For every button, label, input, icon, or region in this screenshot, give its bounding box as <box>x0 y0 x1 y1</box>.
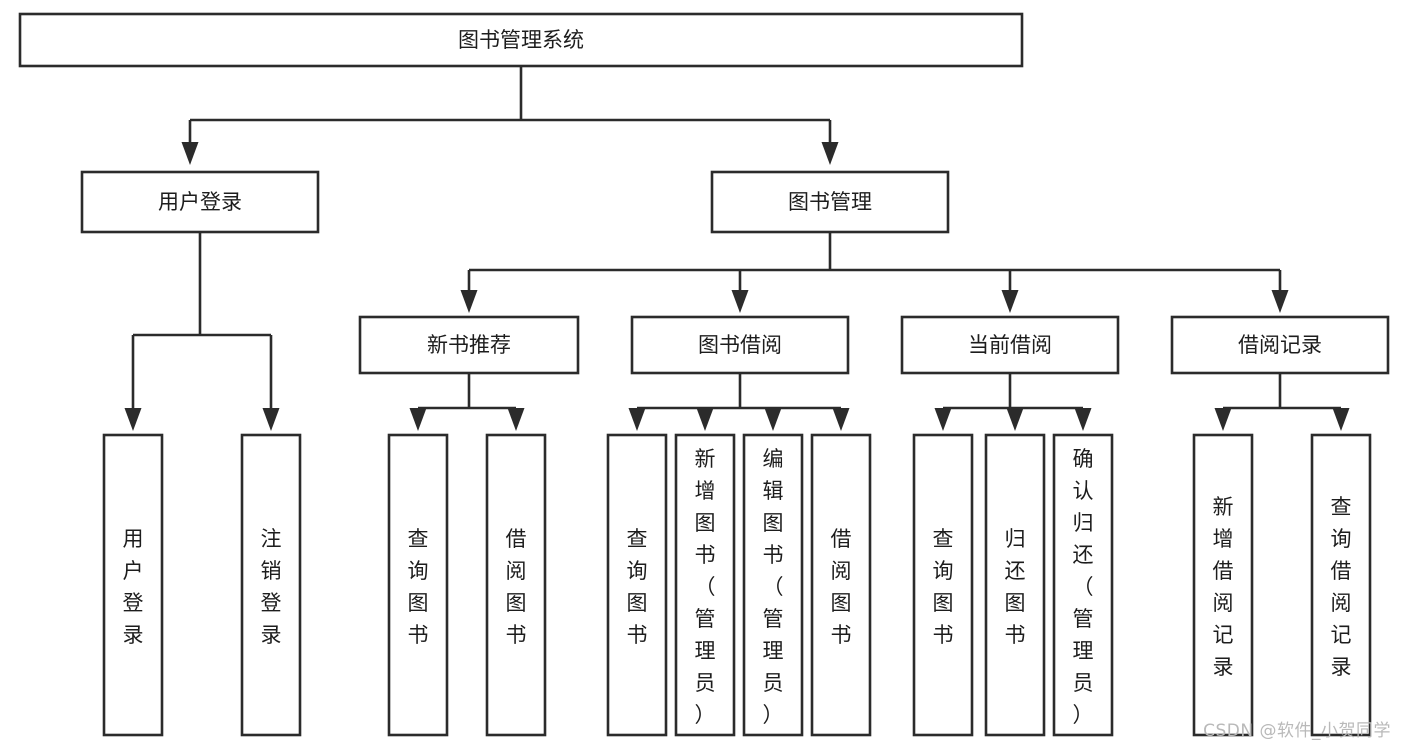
node-leaf-query-borrow-record[interactable]: 查询借阅记录 <box>1310 433 1372 737</box>
node-root[interactable]: 图书管理系统 <box>18 12 1024 68</box>
node-box-leaf-borrow-book[interactable] <box>810 433 872 737</box>
node-leaf-add-book-admin[interactable]: 新增图书（管理员） <box>674 433 736 737</box>
conn-rec-to-1-arrowhead-icon <box>409 408 427 431</box>
node-box-current-borrow[interactable] <box>900 315 1120 375</box>
node-label-user-login: 用户登录 <box>158 190 242 214</box>
node-leaf-query-book-borrow[interactable]: 查询图书 <box>606 433 668 737</box>
node-label-book-management: 图书管理 <box>788 190 872 214</box>
conn-current-to-2-arrowhead-icon <box>1006 408 1024 431</box>
node-box-leaf-query-book-recommend[interactable] <box>387 433 449 737</box>
node-label-new-book-recommend: 新书推荐 <box>427 333 511 357</box>
conn-borrow-to-1-arrowhead-icon <box>628 408 646 431</box>
node-leaf-borrow-book-recommend[interactable]: 借阅图书 <box>485 433 547 737</box>
conn-record-to-1-arrowhead-icon <box>1214 408 1232 431</box>
node-book-management[interactable]: 图书管理 <box>710 170 950 234</box>
node-box-borrow-record[interactable] <box>1170 315 1390 375</box>
node-label-borrow-record: 借阅记录 <box>1238 333 1322 357</box>
node-leaf-add-borrow-record[interactable]: 新增借阅记录 <box>1192 433 1254 737</box>
node-label-leaf-confirm-return-admin: 确认归还（管理员） <box>1073 447 1094 727</box>
conn-books-to-3-arrowhead-icon <box>1001 290 1019 313</box>
conn-rec-to-2-arrowhead-icon <box>507 408 525 431</box>
node-label-leaf-borrow-book-recommend: 借阅图书 <box>506 527 527 647</box>
node-box-book-management[interactable] <box>710 170 950 234</box>
node-box-leaf-edit-book-admin[interactable] <box>742 433 804 737</box>
node-box-book-borrow[interactable] <box>630 315 850 375</box>
node-label-leaf-query-book-current: 查询图书 <box>933 527 954 647</box>
node-label-book-borrow: 图书借阅 <box>698 333 782 357</box>
node-box-leaf-query-book-current[interactable] <box>912 433 974 737</box>
node-leaf-borrow-book[interactable]: 借阅图书 <box>810 433 872 737</box>
node-current-borrow[interactable]: 当前借阅 <box>900 315 1120 375</box>
conn-record-to-2-arrowhead-icon <box>1332 408 1350 431</box>
conn-borrow-to-2-arrowhead-icon <box>696 408 714 431</box>
node-user-login[interactable]: 用户登录 <box>80 170 320 234</box>
conn-borrow-to-3-arrowhead-icon <box>764 408 782 431</box>
node-label-leaf-return-book: 归还图书 <box>1005 527 1026 647</box>
conn-books-to-2-arrowhead-icon <box>731 290 749 313</box>
node-new-book-recommend[interactable]: 新书推荐 <box>358 315 580 375</box>
node-box-root[interactable] <box>18 12 1024 68</box>
node-leaf-query-book-recommend[interactable]: 查询图书 <box>387 433 449 737</box>
node-label-leaf-query-book-recommend: 查询图书 <box>408 527 429 647</box>
conn-root-to-books-arrowhead-icon <box>821 142 839 165</box>
node-leaf-return-book[interactable]: 归还图书 <box>984 433 1046 737</box>
node-leaf-logout[interactable]: 注销登录 <box>240 433 302 737</box>
node-leaf-edit-book-admin[interactable]: 编辑图书（管理员） <box>742 433 804 737</box>
node-label-leaf-add-borrow-record: 新增借阅记录 <box>1213 495 1234 679</box>
node-box-leaf-query-borrow-record[interactable] <box>1310 433 1372 737</box>
conn-books-to-4-arrowhead-icon <box>1271 290 1289 313</box>
node-box-user-login[interactable] <box>80 170 320 234</box>
csdn-watermark: CSDN @软件_小贺同学 <box>1203 721 1391 741</box>
node-label-current-borrow: 当前借阅 <box>968 333 1052 357</box>
node-leaf-user-login[interactable]: 用户登录 <box>102 433 164 737</box>
conn-books-to-1-arrowhead-icon <box>460 290 478 313</box>
conn-borrow-to-4-arrowhead-icon <box>832 408 850 431</box>
conn-root-to-login-arrowhead-icon <box>181 142 199 165</box>
node-label-leaf-edit-book-admin: 编辑图书（管理员） <box>763 447 784 727</box>
conn-current-to-1-arrowhead-icon <box>934 408 952 431</box>
node-label-leaf-borrow-book: 借阅图书 <box>831 527 852 647</box>
node-leaf-confirm-return-admin[interactable]: 确认归还（管理员） <box>1052 433 1114 737</box>
node-box-new-book-recommend[interactable] <box>358 315 580 375</box>
node-label-root: 图书管理系统 <box>458 28 584 52</box>
conn-current-to-3-arrowhead-icon <box>1074 408 1092 431</box>
conn-login-to-a-arrowhead-icon <box>124 408 142 431</box>
node-box-leaf-user-login[interactable] <box>102 433 164 737</box>
node-box-leaf-add-book-admin[interactable] <box>674 433 736 737</box>
node-box-leaf-return-book[interactable] <box>984 433 1046 737</box>
node-label-leaf-query-book-borrow: 查询图书 <box>627 527 648 647</box>
node-book-borrow[interactable]: 图书借阅 <box>630 315 850 375</box>
node-box-leaf-logout[interactable] <box>240 433 302 737</box>
connector-layer <box>124 66 1350 431</box>
node-box-leaf-borrow-book-recommend[interactable] <box>485 433 547 737</box>
node-leaf-query-book-current[interactable]: 查询图书 <box>912 433 974 737</box>
node-label-leaf-logout: 注销登录 <box>261 527 282 647</box>
node-label-leaf-query-borrow-record: 查询借阅记录 <box>1331 495 1352 679</box>
node-borrow-record[interactable]: 借阅记录 <box>1170 315 1390 375</box>
node-label-leaf-add-book-admin: 新增图书（管理员） <box>695 447 716 727</box>
node-box-leaf-query-book-borrow[interactable] <box>606 433 668 737</box>
conn-login-to-b-arrowhead-icon <box>262 408 280 431</box>
node-box-leaf-add-borrow-record[interactable] <box>1192 433 1254 737</box>
node-box-leaf-confirm-return-admin[interactable] <box>1052 433 1114 737</box>
node-layer: 图书管理系统用户登录图书管理新书推荐图书借阅当前借阅借阅记录用户登录注销登录查询… <box>18 12 1390 737</box>
node-label-leaf-user-login: 用户登录 <box>123 527 144 647</box>
